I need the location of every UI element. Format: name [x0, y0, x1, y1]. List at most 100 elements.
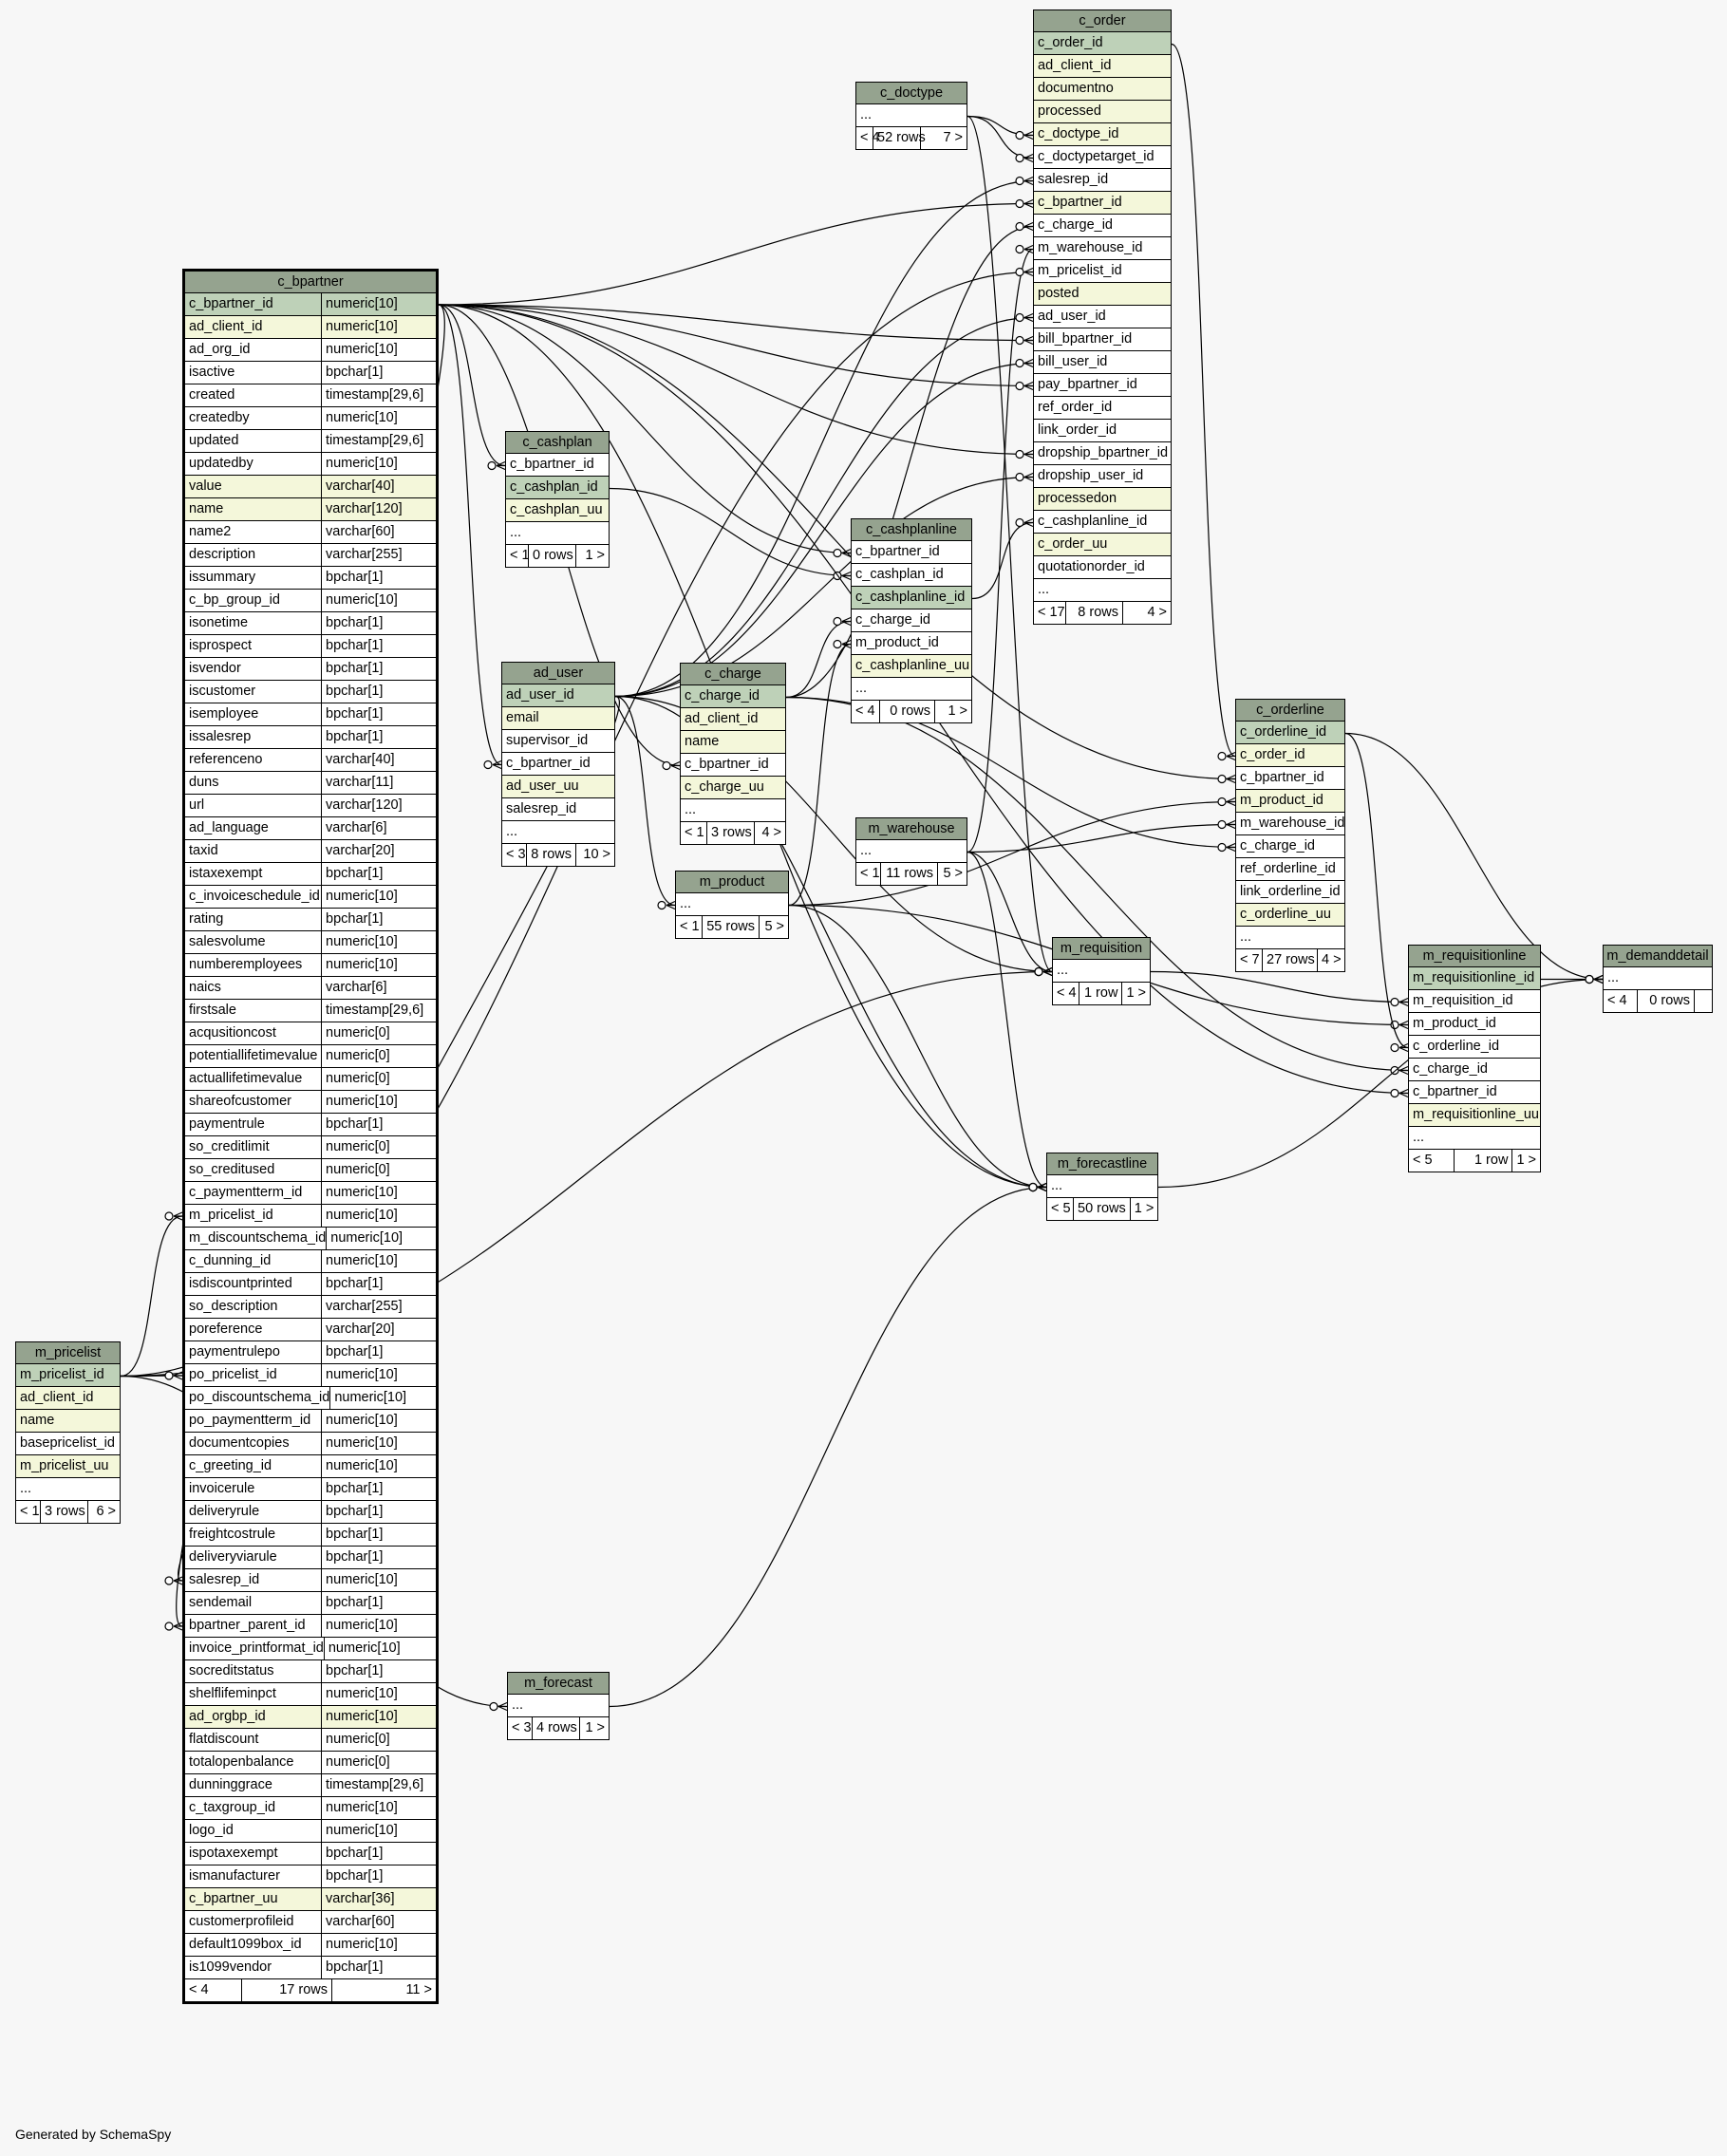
child-count[interactable]: 1 >	[585, 1720, 605, 1735]
parent-count[interactable]: < 1	[681, 822, 707, 844]
child-count[interactable]: 4 >	[761, 825, 781, 840]
table-title[interactable]: c_cashplanline	[852, 519, 971, 541]
parent-count[interactable]: < 4	[852, 701, 880, 722]
table-title[interactable]: m_requisition	[1053, 938, 1150, 960]
column-m-warehouse-id[interactable]: m_warehouse_id	[1236, 813, 1344, 835]
row-count[interactable]: 8 rows	[1066, 602, 1123, 624]
parent-count[interactable]: < 4	[856, 127, 880, 149]
table-title[interactable]: c_order	[1034, 10, 1171, 32]
column-c-bpartner-id[interactable]: c_bpartner_id	[1236, 767, 1344, 790]
table-title[interactable]: m_forecastline	[1047, 1153, 1157, 1175]
column-c-order-id[interactable]: c_order_id	[1236, 744, 1344, 767]
column-link-orderline-id[interactable]: link_orderline_id	[1236, 881, 1344, 904]
column-ref-order-id[interactable]: ref_order_id	[1034, 397, 1171, 420]
column-c-charge-id[interactable]: c_charge_id	[1409, 1059, 1540, 1081]
parent-count[interactable]: < 3	[502, 844, 527, 866]
table-title[interactable]: ad_user	[502, 663, 614, 684]
row-count[interactable]: 0 rows	[880, 701, 935, 722]
row-count[interactable]: 55 rows	[703, 916, 760, 938]
column-processed[interactable]: processed	[1034, 101, 1171, 123]
column-email[interactable]: email	[502, 707, 614, 730]
column-more[interactable]: ...	[508, 1695, 609, 1717]
column-m-product-id[interactable]: m_product_id	[1409, 1013, 1540, 1036]
column-bill-bpartner-id[interactable]: bill_bpartner_id	[1034, 328, 1171, 351]
column-c-cashplanline-id[interactable]: c_cashplanline_id	[852, 587, 971, 609]
column-name[interactable]: name	[681, 731, 785, 754]
column-c-bpartner-id[interactable]: c_bpartner_id	[681, 754, 785, 777]
column-c-orderline-id[interactable]: c_orderline_id	[1409, 1036, 1540, 1059]
column-more[interactable]: ...	[856, 840, 967, 863]
column-basepricelist-id[interactable]: basepricelist_id	[16, 1433, 120, 1455]
child-count[interactable]: 7 >	[943, 130, 963, 145]
column-c-bpartner-id[interactable]: c_bpartner_id	[506, 454, 609, 477]
column-ad-client-id[interactable]: ad_client_id	[681, 708, 785, 731]
child-count[interactable]: 1 >	[948, 703, 967, 719]
column-more[interactable]: ...	[1604, 967, 1712, 990]
column-c-cashplanline-id[interactable]: c_cashplanline_id	[1034, 511, 1171, 534]
table-title[interactable]: m_requisitionline	[1409, 946, 1540, 967]
column-salesrep-id[interactable]: salesrep_id	[1034, 169, 1171, 192]
column-name[interactable]: name	[16, 1410, 120, 1433]
column-salesrep-id[interactable]: salesrep_id	[502, 798, 614, 821]
parent-count[interactable]: < 1	[856, 863, 881, 885]
table-title[interactable]: c_charge	[681, 664, 785, 685]
child-count[interactable]: 6 >	[96, 1504, 116, 1519]
column-processedon[interactable]: processedon	[1034, 488, 1171, 511]
column-c-doctypetarget-id[interactable]: c_doctypetarget_id	[1034, 146, 1171, 169]
column-c-charge-id[interactable]: c_charge_id	[1236, 835, 1344, 858]
child-count[interactable]: 5 >	[943, 866, 963, 881]
column-more[interactable]: ...	[502, 821, 614, 844]
row-count[interactable]: 17 rows	[242, 1979, 332, 2001]
row-count[interactable]: 11 rows	[881, 863, 938, 885]
column-m-requisitionline-uu[interactable]: m_requisitionline_uu	[1409, 1104, 1540, 1127]
column-supervisor-id[interactable]: supervisor_id	[502, 730, 614, 753]
parent-count[interactable]: < 7	[1236, 949, 1263, 971]
column-more[interactable]: ...	[1053, 960, 1150, 983]
column-m-requisitionline-id[interactable]: m_requisitionline_id	[1409, 967, 1540, 990]
column-more[interactable]: ...	[681, 799, 785, 822]
column-dropship-user-id[interactable]: dropship_user_id	[1034, 465, 1171, 488]
column-more[interactable]: ...	[1047, 1175, 1157, 1198]
parent-count[interactable]: < 1	[676, 916, 703, 938]
parent-count[interactable]: < 4	[1604, 990, 1638, 1012]
row-count[interactable]: 27 rows	[1263, 949, 1318, 971]
table-title[interactable]: c_orderline	[1236, 700, 1344, 722]
column-more[interactable]: ...	[1236, 927, 1344, 949]
row-count[interactable]: 8 rows	[527, 844, 576, 866]
column-c-order-uu[interactable]: c_order_uu	[1034, 534, 1171, 556]
child-count[interactable]: 1 >	[585, 548, 605, 563]
parent-count[interactable]: < 3	[508, 1717, 533, 1739]
column-c-charge-id[interactable]: c_charge_id	[852, 609, 971, 632]
